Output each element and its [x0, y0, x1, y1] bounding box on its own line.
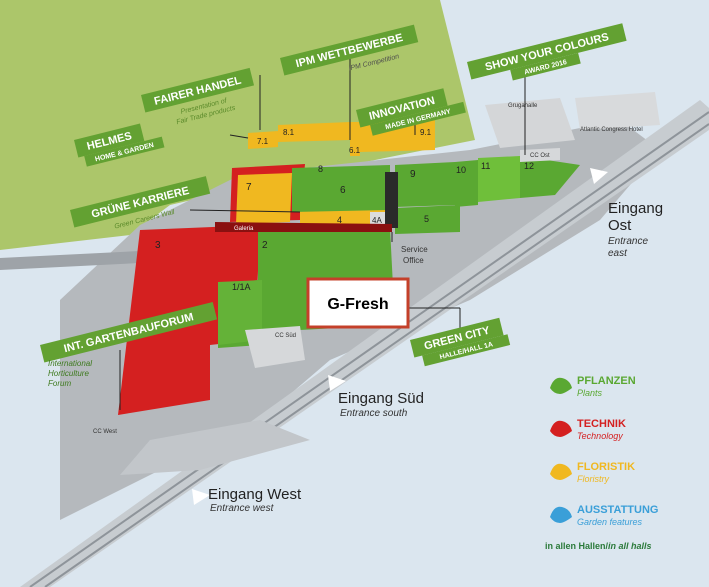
entrance-ost-sub-2: east — [608, 248, 628, 259]
hall-11-label: 11 — [481, 161, 490, 171]
entrance-ramp — [120, 420, 310, 475]
entrance-west-arrow-icon — [192, 489, 210, 505]
legend: PFLANZENPlantsTECHNIKTechnologyFLORISTIK… — [550, 375, 658, 527]
legend-item-title: TECHNIK — [577, 418, 626, 430]
hall-8-label: 8 — [318, 164, 323, 174]
hall-10-label: 10 — [456, 165, 466, 175]
cc-sued-building — [245, 326, 305, 368]
atlantic-hotel-building — [575, 92, 660, 130]
cc-sued-label: CC Süd — [275, 333, 296, 339]
grugahalle-label: Grugahalle — [508, 103, 538, 109]
legend-item-title: AUSSTATTUNG — [577, 504, 658, 516]
gartenbauforum-sub-2: Horticulture — [48, 369, 89, 378]
svg-text:in allen Hallen/in all halls: in allen Hallen/in all halls — [545, 541, 652, 551]
legend-item-sub: Technology — [577, 431, 623, 441]
cc-ost-label: CC Ost — [530, 153, 550, 159]
hall-7-label: 7 — [246, 182, 252, 193]
hall-7-1-shape — [248, 131, 278, 149]
entrance-west-sub: Entrance west — [210, 503, 275, 514]
leaf-icon — [550, 420, 572, 437]
hall-9-label: 9 — [410, 169, 416, 180]
road-west — [0, 250, 160, 270]
hall-7-shape — [236, 173, 292, 224]
hall-7-1-label: 7.1 — [257, 137, 269, 146]
rail-line-2 — [44, 123, 709, 587]
hall-12-label: 12 — [524, 161, 534, 171]
entrance-ost-arrow-icon — [590, 168, 608, 184]
hall-8-1-shape — [278, 122, 350, 142]
hall-8-1-label: 8.1 — [283, 128, 295, 137]
hall-6-1-label: 6.1 — [349, 146, 361, 155]
legend-item-sub: Floristry — [577, 474, 609, 484]
hall-1-shape — [218, 280, 262, 345]
office-label: Office — [403, 256, 424, 265]
gartenbauforum-sub-3: Forum — [48, 379, 71, 388]
legend-footer-en: in all halls — [608, 541, 652, 551]
entrance-sued-arrow-icon — [328, 375, 346, 391]
entrance-ost-sub-1: Entrance — [608, 236, 648, 247]
hall-10-shape — [455, 160, 478, 207]
service-office-building — [385, 172, 398, 228]
legend-footer-de: in allen Hallen/ — [545, 541, 609, 551]
hall-6-label: 6 — [340, 185, 346, 196]
sign-helmes: HELMES HOME & GARDEN — [74, 123, 165, 167]
gartenbauforum-sub-1: International — [48, 359, 92, 368]
galeria-corridor — [215, 222, 392, 232]
hall-12-shape — [520, 156, 580, 198]
leaf-icon — [550, 506, 572, 523]
leaf-icon — [550, 377, 572, 394]
entrance-ost-title: Eingang — [608, 200, 663, 217]
sign-green-city: GREEN CITY HALLE/HALL 1A — [410, 317, 511, 367]
hall-5-label: 5 — [424, 214, 429, 224]
entrance-ost-title-2: Ost — [608, 217, 632, 234]
legend-item-sub: Garden features — [577, 517, 643, 527]
hall-1-label: 1/1A — [232, 282, 251, 292]
service-label: Service — [401, 245, 428, 254]
green-park-area — [0, 0, 475, 250]
hall-9-1-label: 9.1 — [420, 128, 432, 137]
hall-9-shape — [395, 162, 455, 207]
hall-4a-label: 4A — [372, 216, 382, 225]
galeria-label: Galeria — [234, 226, 254, 232]
hall-4-label: 4 — [337, 215, 342, 225]
hall-2-label: 2 — [262, 240, 268, 251]
atlantic-hotel-label: Atlantic Congress Hotel — [580, 127, 643, 133]
leaf-icon — [550, 463, 572, 480]
g-fresh-highlight[interactable] — [306, 277, 410, 329]
hall-5-shape — [395, 205, 460, 234]
grugahalle-building — [485, 98, 575, 148]
entrance-sued-sub: Entrance south — [340, 408, 408, 419]
cc-west-label: CC West — [93, 429, 117, 435]
legend-item-title: PFLANZEN — [577, 375, 636, 387]
rail-line-1 — [29, 111, 709, 587]
g-fresh-label: G-Fresh — [327, 296, 388, 313]
legend-item-sub: Plants — [577, 388, 603, 398]
entrance-sued-title: Eingang Süd — [338, 390, 424, 407]
hall-11-shape — [478, 156, 520, 202]
hall-3-label: 3 — [155, 240, 161, 251]
hall-6-1-shape — [350, 122, 360, 156]
legend-item-title: FLORISTIK — [577, 461, 635, 473]
entrance-west-title: Eingang West — [208, 486, 302, 503]
hall-6-shape — [292, 165, 390, 212]
cc-ost-building — [520, 148, 560, 162]
